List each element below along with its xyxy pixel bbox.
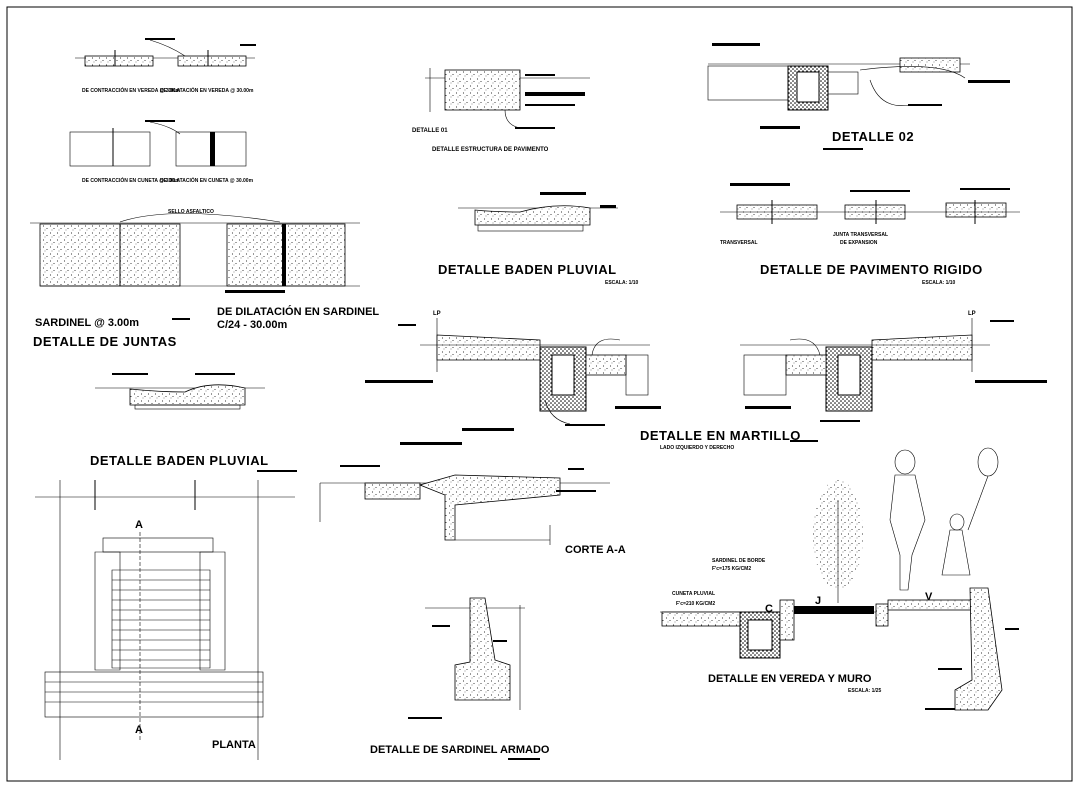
label-junta-expansion-1: JUNTA TRANSVERSAL (833, 232, 888, 238)
martillo-right: LP DETALLE EN MARTILLO LADO IZQUIERDO Y … (640, 311, 1047, 451)
letter-j: J (815, 595, 821, 607)
label-section-a-bottom: A (135, 724, 143, 736)
label-escala-pavimento: ESCALA: 1/10 (922, 280, 956, 286)
label-sardinel: SARDINEL @ 3.00m (35, 317, 139, 329)
tree-shape (813, 480, 863, 603)
people-silhouettes (889, 447, 999, 591)
label-section-a-top: A (135, 519, 143, 531)
planta-drawing: A A PLANTA (35, 480, 295, 760)
label-contraccion-cuneta: DE CONTRACCIÓN EN CUNETA @ 3.00m (82, 176, 180, 184)
title-martillo: DETALLE EN MARTILLO (640, 428, 801, 443)
label-sello-asfaltico: SELLO ASFALTICO (168, 209, 214, 215)
corte-aa-section: CORTE A-A (319, 428, 626, 556)
label-escala-baden: ESCALA: 1/10 (605, 280, 639, 286)
label-contraccion-vereda: DE CONTRACCIÓN EN VEREDA @ 3.00m (82, 86, 181, 94)
baden-pluvial-section-top: DETALLE BADEN PLUVIAL ESCALA: 1/10 (438, 192, 639, 286)
label-dilatacion-cuneta: DE DILATACIÓN EN CUNETA @ 30.00m (160, 176, 254, 184)
pavimento-rigido-joints: TRANSVERSAL JUNTA TRANSVERSAL DE EXPANSI… (720, 183, 1020, 286)
baden-pluvial-section-left: DETALLE BADEN PLUVIAL (90, 373, 297, 472)
sheet-border (6, 6, 1073, 782)
detalle-02-drawing: DETALLE 02 (707, 43, 1010, 150)
letter-c: C (765, 603, 773, 615)
joint-detail-cuneta: DE CONTRACCIÓN EN CUNETA @ 3.00m DE DILA… (69, 120, 254, 184)
title-detalle-02: DETALLE 02 (832, 129, 914, 144)
label-cuneta-pluvial-2: F'c=210 KG/CM2 (676, 601, 715, 607)
label-dilatacion-sardinel-1: DE DILATACIÓN EN SARDINEL (217, 305, 379, 318)
label-estructura-pavimento: DETALLE ESTRUCTURA DE PAVIMENTO (432, 147, 549, 153)
title-sardinel-armado: DETALLE DE SARDINEL ARMADO (370, 744, 550, 756)
title-baden-pluvial-left: DETALLE BADEN PLUVIAL (90, 453, 269, 468)
vereda-muro-drawing: SARDINEL DE BORDE F'c=175 KG/CM2 CUNETA … (660, 447, 1019, 711)
label-lp-right: LP (968, 311, 976, 317)
title-detalle-juntas: DETALLE DE JUNTAS (33, 334, 177, 349)
label-martillo-sub: LADO IZQUIERDO Y DERECHO (660, 445, 734, 451)
pavement-structure-detail: DETALLE 01 DETALLE ESTRUCTURA DE PAVIMEN… (412, 68, 590, 153)
label-junta-expansion-2: DE EXPANSION (840, 240, 878, 246)
title-baden-pluvial-top: DETALLE BADEN PLUVIAL (438, 262, 617, 277)
title-pavimento-rigido: DETALLE DE PAVIMENTO RIGIDO (760, 262, 983, 277)
label-sardinel-borde-1: SARDINEL DE BORDE (712, 558, 766, 564)
label-detalle-01: DETALLE 01 (412, 128, 448, 134)
title-vereda-muro: DETALLE EN VEREDA Y MURO (708, 673, 872, 685)
martillo-left: LP (365, 311, 661, 426)
sardinel-armado-drawing: DETALLE DE SARDINEL ARMADO (370, 597, 550, 760)
label-dilatacion-sardinel-2: C/24 - 30.00m (217, 319, 288, 331)
planta-steps (112, 579, 210, 661)
label-sardinel-borde-2: F'c=175 KG/CM2 (712, 566, 751, 572)
title-planta: PLANTA (212, 739, 256, 751)
letter-v: V (925, 591, 933, 603)
label-lp-left: LP (433, 311, 441, 317)
label-escala-vereda: ESCALA: 1/25 (848, 688, 882, 694)
label-junta-transversal: TRANSVERSAL (720, 240, 758, 246)
joint-detail-vereda: DE CONTRACCIÓN EN VEREDA @ 3.00m DE DILA… (75, 38, 256, 94)
joint-detail-sardinel: SELLO ASFALTICO DE DILATACIÓN EN SARDINE… (30, 209, 379, 349)
label-dilatacion-vereda: DE DILATACIÓN EN VEREDA @ 30.00m (160, 86, 254, 94)
title-corte-aa: CORTE A-A (565, 544, 626, 556)
label-cuneta-pluvial-1: CUNETA PLUVIAL (672, 591, 715, 597)
